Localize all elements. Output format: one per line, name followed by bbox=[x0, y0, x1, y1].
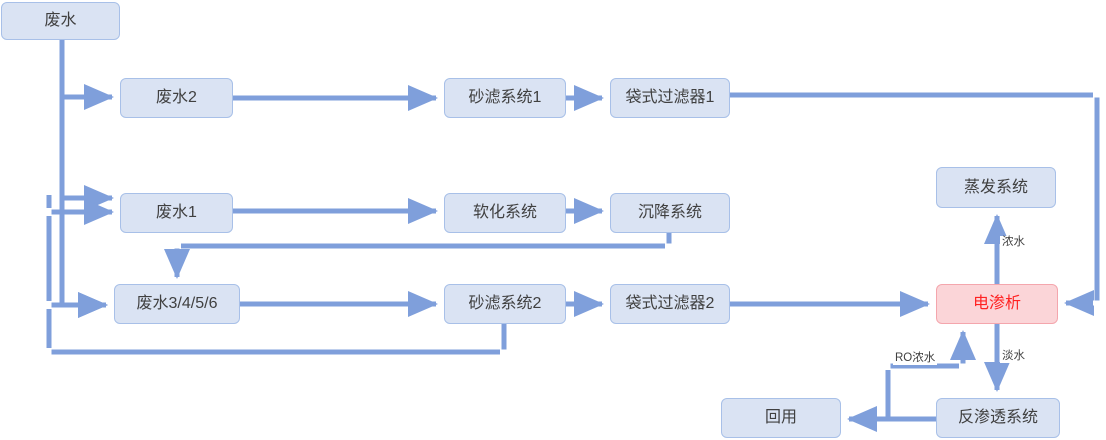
node-sand-filter-1[interactable]: 砂滤系统1 bbox=[444, 78, 566, 118]
node-wastewater3456[interactable]: 废水3/4/5/6 bbox=[114, 284, 240, 324]
edge-label-ro-concentrate: RO浓水 bbox=[893, 352, 938, 365]
node-label: 软化系统 bbox=[472, 204, 537, 221]
edge-label-concentrate: 浓水 bbox=[1000, 236, 1027, 249]
edge-label-text: 浓水 bbox=[1002, 236, 1025, 248]
edge-label-text: RO浓水 bbox=[895, 352, 936, 364]
node-label: 袋式过滤器2 bbox=[625, 295, 715, 312]
node-label: 砂滤系统2 bbox=[468, 295, 542, 312]
node-label: 袋式过滤器1 bbox=[625, 89, 715, 106]
node-label: 废水3/4/5/6 bbox=[136, 295, 218, 312]
node-evaporation[interactable]: 蒸发系统 bbox=[936, 167, 1056, 208]
node-label: 废水 bbox=[44, 12, 77, 29]
node-bag-filter-2[interactable]: 袋式过滤器2 bbox=[610, 284, 730, 324]
node-label: 沉降系统 bbox=[637, 204, 702, 221]
node-label: 砂滤系统1 bbox=[468, 89, 542, 106]
edge-settling-to-wastewater3456 bbox=[163, 233, 672, 280]
node-wastewater[interactable]: 废水 bbox=[1, 2, 120, 40]
node-sand-filter-2[interactable]: 砂滤系统2 bbox=[444, 284, 566, 324]
edge-bagfilter1-to-electrodialysis bbox=[730, 92, 1100, 316]
node-label: 电渗析 bbox=[972, 295, 1021, 312]
node-wastewater2[interactable]: 废水2 bbox=[120, 78, 233, 118]
edge-sandfilter2-return-loop bbox=[46, 195, 507, 355]
edge-label-text: 淡水 bbox=[1002, 350, 1025, 362]
node-softening[interactable]: 软化系统 bbox=[444, 193, 566, 233]
node-reverse-osmosis[interactable]: 反渗透系统 bbox=[936, 398, 1060, 438]
edge-ro-concentrate-return bbox=[885, 329, 977, 419]
node-label: 反渗透系统 bbox=[957, 409, 1038, 426]
node-wastewater1[interactable]: 废水1 bbox=[120, 193, 233, 233]
node-settling[interactable]: 沉降系统 bbox=[610, 193, 730, 233]
node-electrodialysis[interactable]: 电渗析 bbox=[936, 284, 1058, 324]
node-reuse[interactable]: 回用 bbox=[721, 398, 841, 438]
node-label: 废水2 bbox=[156, 89, 197, 106]
node-bag-filter-1[interactable]: 袋式过滤器1 bbox=[610, 78, 730, 118]
edge-label-permeate: 淡水 bbox=[1000, 350, 1027, 363]
node-label: 蒸发系统 bbox=[963, 178, 1028, 196]
node-label: 废水1 bbox=[156, 204, 197, 221]
node-label: 回用 bbox=[764, 409, 797, 426]
